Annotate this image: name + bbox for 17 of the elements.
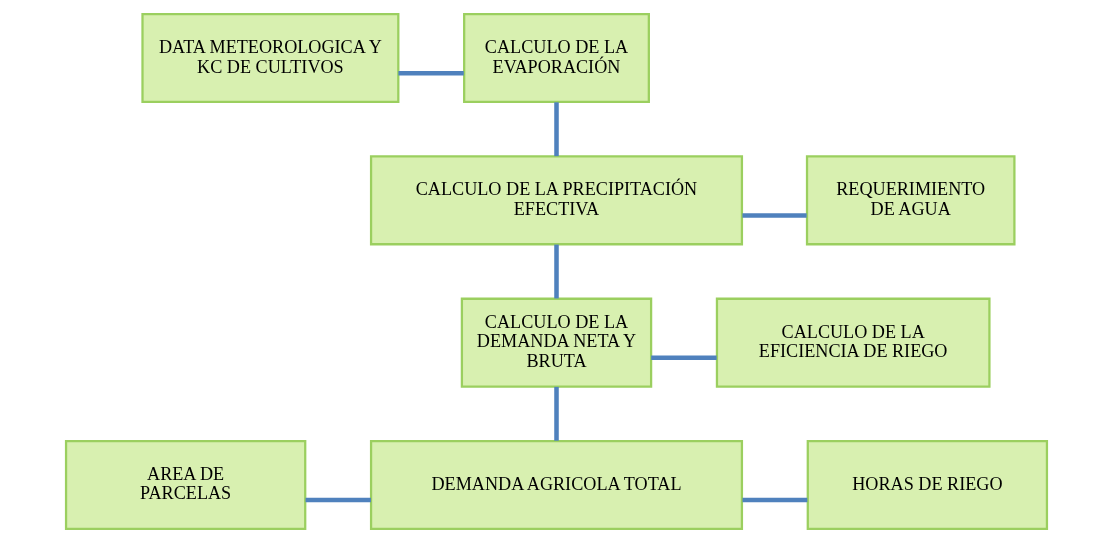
node-box: DATA METEOROLOGICA Y KC DE CULTIVOS [141,13,400,104]
node-box: CALCULO DE LA EVAPORACIÓN [463,13,650,104]
connector [742,213,807,218]
node-box: HORAS DE RIEGO [806,439,1049,530]
connector [554,102,559,157]
node-box: DEMANDA AGRICOLA TOTAL [369,439,744,530]
node-box: CALCULO DE LA DEMANDA NETA Y BRUTA [460,297,653,388]
connector [305,497,371,503]
connector [554,244,559,299]
connector [554,386,559,441]
connector [742,497,808,503]
node-box: CALCULO DE LA EFICIENCIA DE RIEGO [715,297,991,388]
node-box: REQUERIMIENTO DE AGUA [805,155,1016,246]
connector [651,355,717,361]
node-box: CALCULO DE LA PRECIPITACIÓN EFECTIVA [369,155,744,246]
connector [398,70,464,76]
node-box: AREA DE PARCELAS [64,439,307,530]
